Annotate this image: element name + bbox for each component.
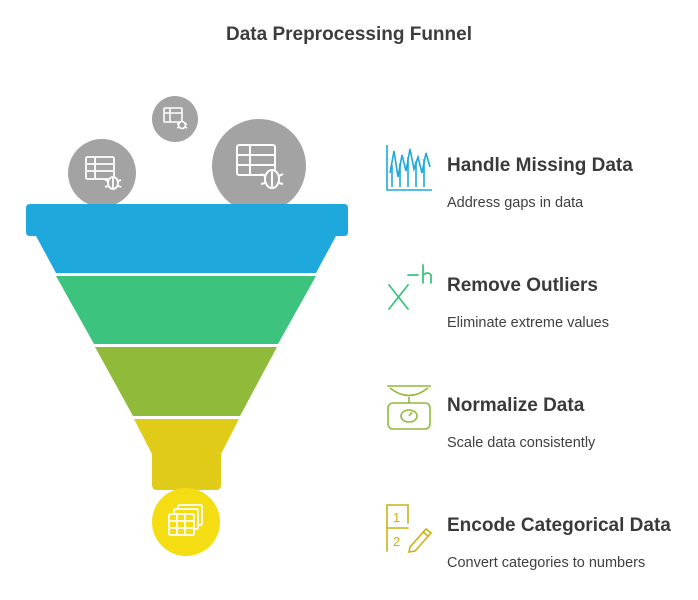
step-description: Address gaps in data <box>447 195 584 211</box>
output-bubble <box>152 488 220 556</box>
funnel-stage-2 <box>56 276 316 344</box>
step-description: Scale data consistently <box>447 435 596 451</box>
step-handle-missing-data: Handle Missing Data Address gaps in data <box>384 143 698 213</box>
diagram-title: Data Preprocessing Funnel <box>225 24 472 45</box>
input-bubble-medium <box>68 139 136 207</box>
line-chart-icon <box>386 145 432 191</box>
step-remove-outliers: Remove Outliers Eliminate extreme values <box>384 263 698 333</box>
step-encode-categorical-data: 1 2 Encode Categorical Data Convert cate… <box>384 503 698 573</box>
stacked-tables-icon <box>168 504 203 536</box>
table-bug-icon <box>85 156 122 190</box>
funnel-stage-1 <box>26 204 348 273</box>
table-bug-icon <box>163 107 188 130</box>
svg-text:2: 2 <box>393 534 400 549</box>
funnel-stage-4 <box>134 419 239 490</box>
funnel-stage-3 <box>95 347 277 416</box>
input-bubble-small <box>152 96 198 142</box>
step-heading: Handle Missing Data <box>447 155 633 176</box>
step-heading: Remove Outliers <box>447 275 598 296</box>
input-bubble-large <box>212 119 306 213</box>
step-description: Convert categories to numbers <box>447 555 646 571</box>
step-description: Eliminate extreme values <box>447 315 609 331</box>
x-power-icon <box>388 264 432 310</box>
step-heading: Normalize Data <box>447 395 585 416</box>
scale-icon <box>387 385 431 430</box>
numbered-list-pencil-icon: 1 2 <box>386 504 433 553</box>
step-normalize-data: Normalize Data Scale data consistently <box>384 383 698 453</box>
funnel-graphic <box>26 96 348 556</box>
svg-text:1: 1 <box>393 510 400 525</box>
table-bug-icon <box>236 144 284 189</box>
step-heading: Encode Categorical Data <box>447 515 671 536</box>
